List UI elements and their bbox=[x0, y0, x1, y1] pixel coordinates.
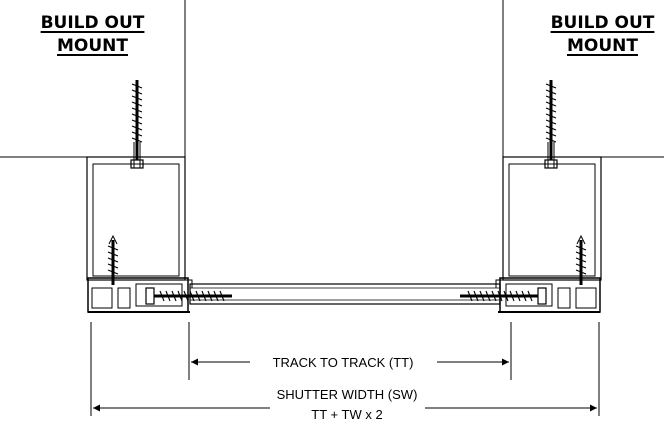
track-to-track-dimension: TRACK TO TRACK (TT) bbox=[191, 355, 509, 370]
right-build-out-frame bbox=[495, 156, 602, 313]
left-wall-screw bbox=[130, 80, 144, 169]
left-mount-label-line1: BUILD OUT bbox=[40, 13, 145, 33]
shutter-width-dimension: SHUTTER WIDTH (SW) TT + TW x 2 bbox=[93, 387, 597, 422]
right-mount-label: BUILD OUT MOUNT bbox=[540, 12, 664, 58]
right-frame-screw bbox=[575, 234, 587, 285]
right-mount-label-line1: BUILD OUT bbox=[550, 13, 655, 33]
right-panel-screw bbox=[460, 287, 547, 305]
left-panel-screw bbox=[145, 287, 232, 305]
right-wall-screw bbox=[544, 80, 558, 169]
left-frame-screw bbox=[107, 234, 119, 285]
extension-lines bbox=[90, 322, 600, 416]
left-wall bbox=[0, 0, 186, 158]
shutter-width-label: SHUTTER WIDTH (SW) bbox=[277, 387, 418, 402]
left-mount-label: BUILD OUT MOUNT bbox=[30, 12, 155, 58]
shutter-width-formula: TT + TW x 2 bbox=[311, 407, 382, 422]
shutter-panel bbox=[189, 283, 501, 305]
right-wall bbox=[502, 0, 664, 158]
track-to-track-label: TRACK TO TRACK (TT) bbox=[273, 355, 414, 370]
right-mount-label-line2: MOUNT bbox=[567, 36, 638, 56]
left-mount-label-line2: MOUNT bbox=[57, 36, 128, 56]
left-build-out-frame bbox=[86, 156, 193, 313]
